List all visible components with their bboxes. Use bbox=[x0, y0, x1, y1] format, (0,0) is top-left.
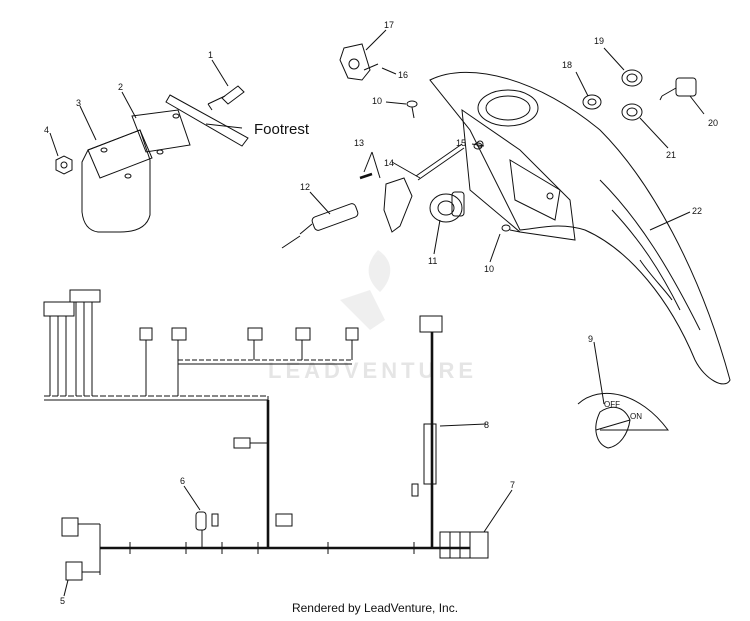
switch-on-label: ON bbox=[630, 412, 642, 421]
callout-15: 15 bbox=[456, 138, 466, 148]
watermark: LEADVENTURE bbox=[268, 250, 477, 383]
rod-part-14 bbox=[415, 143, 463, 177]
screw-part-10-lower bbox=[501, 224, 521, 233]
callout-numbers: 1 2 3 4 5 6 7 8 9 10 10 11 12 13 14 15 1… bbox=[44, 20, 718, 606]
callout-1: 1 bbox=[208, 50, 213, 60]
screw-part-10-upper bbox=[406, 100, 418, 119]
lever-part-13 bbox=[383, 177, 413, 233]
callout-10-upper: 10 bbox=[372, 96, 382, 106]
callout-19: 19 bbox=[594, 36, 604, 46]
connector-block-left bbox=[43, 289, 101, 396]
connector-part-5 bbox=[61, 517, 101, 581]
fender-assembly bbox=[281, 29, 731, 385]
ring-part-21 bbox=[621, 103, 643, 121]
mid-connector bbox=[275, 513, 293, 527]
bracket-part-17 bbox=[339, 43, 371, 81]
harness-clips bbox=[129, 542, 415, 554]
ring-part-19 bbox=[621, 69, 643, 87]
callout-13: 13 bbox=[354, 138, 364, 148]
callout-6: 6 bbox=[180, 476, 185, 486]
callout-4: 4 bbox=[44, 125, 49, 135]
key-part-20 bbox=[659, 77, 697, 101]
callout-5: 5 bbox=[60, 596, 65, 606]
fender-part-22 bbox=[429, 71, 731, 385]
switch-off-label: OFF bbox=[604, 400, 620, 409]
screw-part-16 bbox=[363, 63, 379, 71]
callout-11: 11 bbox=[428, 256, 437, 266]
callout-8: 8 bbox=[484, 420, 489, 430]
callout-16: 16 bbox=[398, 70, 408, 80]
plug-part-12 bbox=[281, 203, 359, 249]
headlight-ring bbox=[477, 89, 539, 127]
pin-part-13 bbox=[359, 172, 373, 180]
callout-18: 18 bbox=[562, 60, 572, 70]
wiring-harness bbox=[43, 289, 513, 597]
footrest-pad-part-3 bbox=[81, 129, 151, 233]
connector-row-top bbox=[139, 327, 359, 396]
callout-14: 14 bbox=[384, 158, 394, 168]
connector-part-7 bbox=[439, 531, 489, 559]
side-connector bbox=[233, 437, 268, 449]
footrest-plate bbox=[165, 94, 249, 147]
callout-12: 12 bbox=[300, 182, 310, 192]
callout-22: 22 bbox=[692, 206, 702, 216]
callout-2: 2 bbox=[118, 82, 123, 92]
light-housing bbox=[461, 108, 576, 241]
footer-credit: Rendered by LeadVenture, Inc. bbox=[291, 601, 459, 615]
callout-21: 21 bbox=[666, 150, 676, 160]
callout-7: 7 bbox=[510, 480, 515, 490]
callout-9: 9 bbox=[588, 334, 593, 344]
nut-part-18 bbox=[582, 94, 602, 110]
nut-part-4 bbox=[55, 155, 73, 175]
callout-3: 3 bbox=[76, 98, 81, 108]
footrest-label: Footrest bbox=[254, 121, 310, 138]
terminal-part-6 bbox=[195, 511, 219, 548]
bracket-part-2 bbox=[131, 109, 191, 153]
connector-part-8 bbox=[411, 315, 443, 548]
switch-part-9: OFF ON bbox=[577, 341, 669, 449]
callout-20: 20 bbox=[708, 118, 718, 128]
ignition-switch-part-11 bbox=[429, 191, 465, 223]
footrest-assembly bbox=[49, 59, 249, 233]
bolt-part-1 bbox=[207, 85, 245, 111]
watermark-text: LEADVENTURE bbox=[268, 358, 477, 383]
callout-17: 17 bbox=[384, 20, 394, 30]
callout-10-lower: 10 bbox=[484, 264, 494, 274]
